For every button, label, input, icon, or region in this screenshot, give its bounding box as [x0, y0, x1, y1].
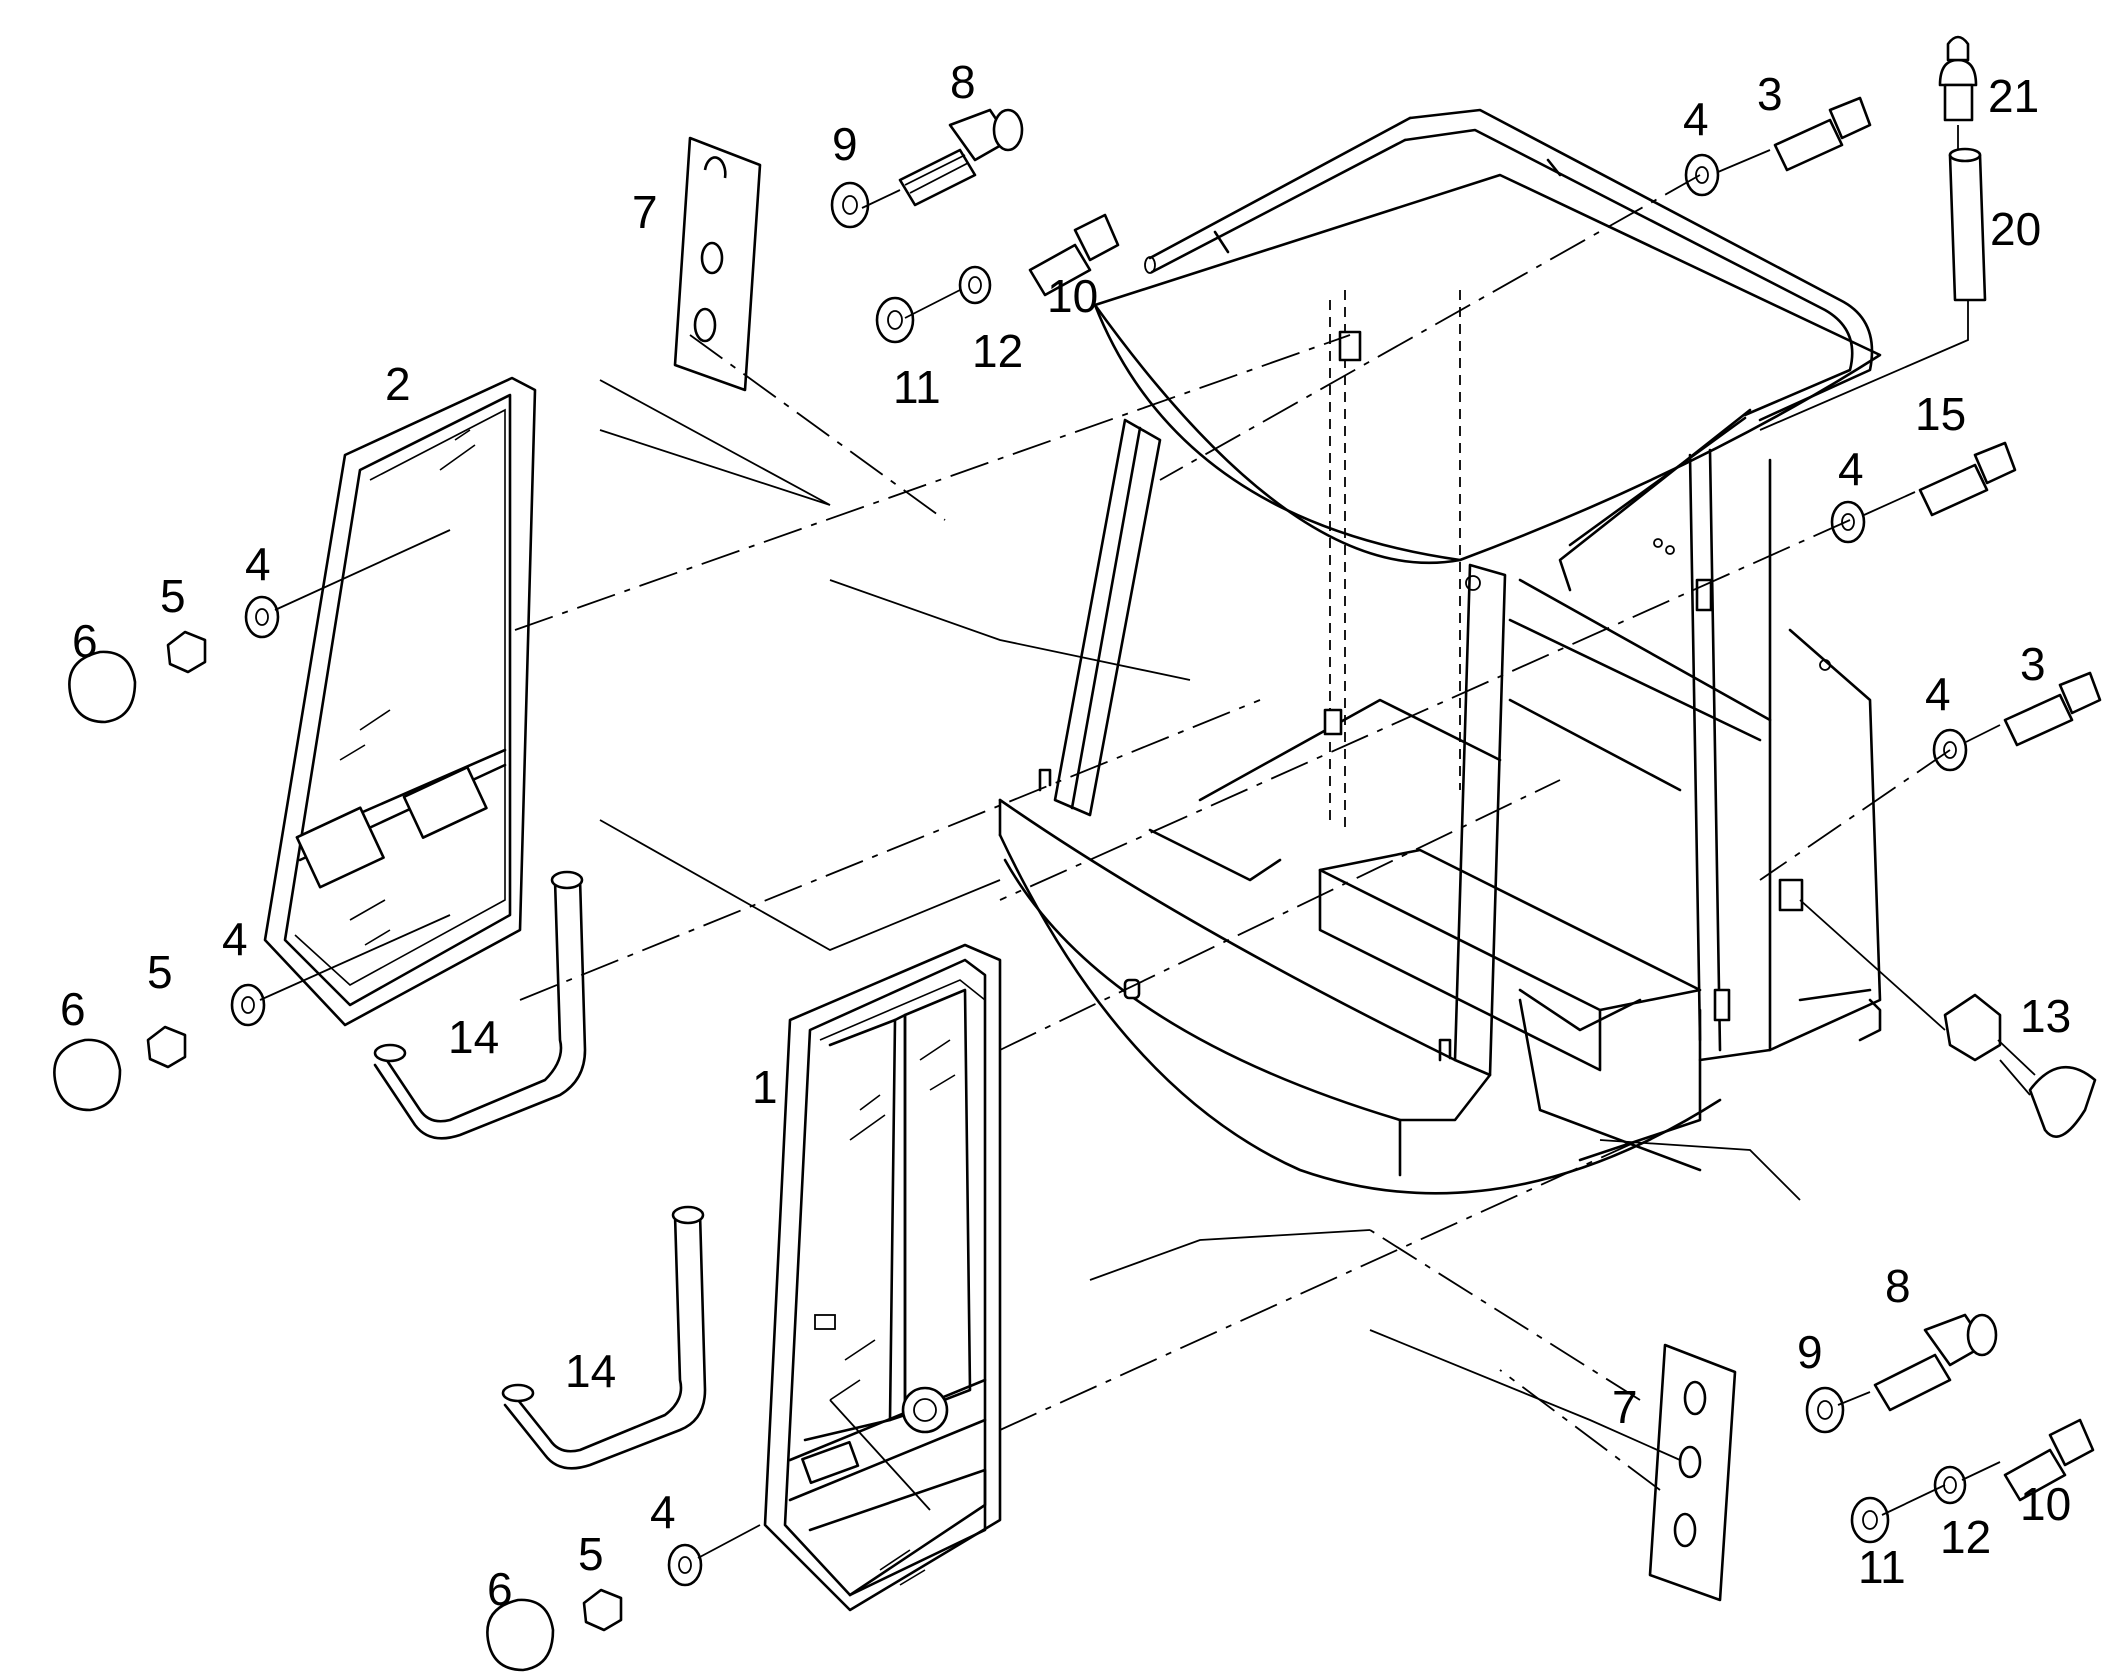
callout-5-upper: 5 — [160, 570, 186, 622]
callout-14-upper: 14 — [448, 1011, 499, 1063]
callout-4-mid-right: 4 — [1838, 443, 1864, 495]
callout-10-bottom: 10 — [2020, 1478, 2071, 1530]
callout-8-top: 8 — [950, 56, 976, 108]
callout-4-top: 4 — [1683, 93, 1709, 145]
callout-13: 13 — [2020, 990, 2071, 1042]
handrail-14-lower — [501, 1205, 707, 1470]
knob-13 — [1943, 993, 2097, 1138]
bolt-10-bottom — [2003, 1418, 2095, 1502]
bolt-8-bottom — [1873, 1313, 1998, 1412]
callout-12-bottom: 12 — [1940, 1511, 1991, 1563]
washer-9-bottom — [1805, 1386, 1845, 1434]
callout-15: 15 — [1915, 388, 1966, 440]
handrail-14-upper — [373, 870, 587, 1140]
assembly-lines — [259, 125, 2001, 1559]
door-1 — [763, 943, 1002, 1612]
washer-11-top — [875, 296, 915, 344]
fitting-21 — [1938, 35, 1978, 122]
callout-11-top: 11 — [893, 361, 941, 413]
side-window-frame-2 — [263, 376, 537, 1027]
callout-21: 21 — [1988, 70, 2039, 122]
callout-labels: 1 2 3 3 4 4 4 4 4 4 5 5 5 6 6 6 7 7 8 8 … — [60, 56, 2071, 1615]
callout-6-mid: 6 — [60, 983, 86, 1035]
strap-7-top — [673, 136, 762, 392]
bolt-8-top — [898, 108, 1024, 207]
washer-9-top — [830, 181, 870, 229]
callout-11-bottom: 11 — [1858, 1541, 1906, 1593]
bolt-3-right — [2003, 671, 2102, 747]
washer-11-bottom — [1850, 1496, 1890, 1544]
callout-4-left-lower: 4 — [222, 913, 248, 965]
washer-12-bottom — [1933, 1465, 1967, 1505]
callout-14-lower: 14 — [565, 1345, 616, 1397]
callout-8-bottom: 8 — [1885, 1260, 1911, 1312]
bolt-10-top — [1028, 213, 1120, 297]
callout-6-bottom: 6 — [487, 1563, 513, 1615]
callout-5-mid: 5 — [147, 946, 173, 998]
callout-9-top: 9 — [832, 118, 858, 170]
callout-4-right: 4 — [1925, 668, 1951, 720]
callout-12-top: 12 — [972, 325, 1023, 377]
bolt-3-top — [1773, 96, 1872, 172]
cab-body — [998, 108, 1882, 1195]
callout-3-top: 3 — [1757, 68, 1783, 120]
callout-5-bottom: 5 — [578, 1528, 604, 1580]
callout-7-bottom: 7 — [1612, 1381, 1638, 1433]
callout-6-upper: 6 — [72, 615, 98, 667]
callout-20: 20 — [1990, 203, 2041, 255]
callout-4-bottom: 4 — [650, 1486, 676, 1538]
callout-10-top: 10 — [1047, 270, 1098, 322]
washer-12-top — [958, 265, 992, 305]
callout-1: 1 — [752, 1061, 778, 1113]
callout-7-top: 7 — [632, 186, 658, 238]
callout-4-left-upper: 4 — [245, 538, 271, 590]
spacer-20 — [1948, 147, 1987, 302]
nut-5-set — [146, 630, 623, 1632]
cap-6-set — [53, 650, 555, 1672]
callout-3-right: 3 — [2020, 638, 2046, 690]
strap-7-bottom — [1648, 1343, 1737, 1602]
callout-9-bottom: 9 — [1797, 1326, 1823, 1378]
callout-2: 2 — [385, 358, 411, 410]
bolt-15 — [1918, 441, 2017, 517]
